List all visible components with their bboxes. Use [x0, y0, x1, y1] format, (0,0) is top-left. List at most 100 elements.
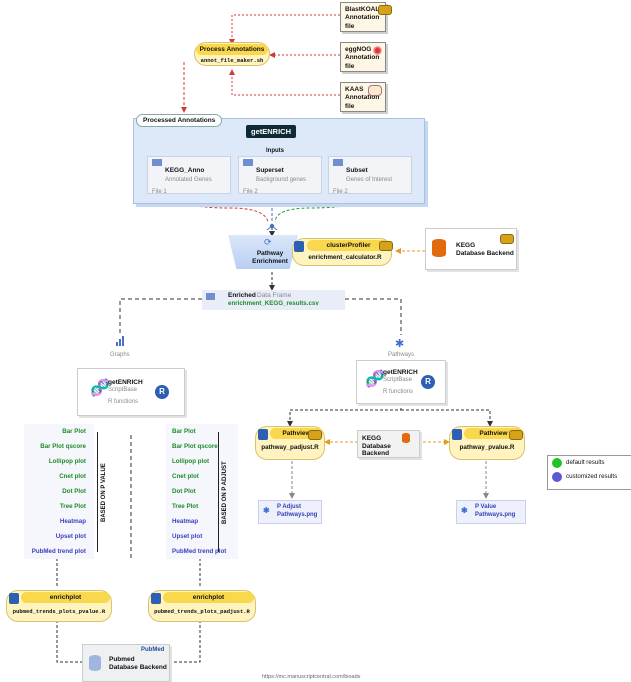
clusterprofiler-title: clusterProfiler	[307, 240, 390, 251]
list-item: Cnet plot	[172, 473, 199, 480]
process-annotations-title: Process Annotations	[196, 44, 268, 55]
pathway-enrichment-node	[228, 235, 298, 269]
legend-swatch	[552, 458, 562, 468]
input-card-superset: Superset Background genes File 2	[238, 156, 322, 195]
padjust-vertical-label: BASED ON P ADJUST	[222, 461, 228, 524]
list-item: Bar Plot qscore	[172, 443, 218, 450]
process-annotations-script: annot_file_maker.sh	[200, 57, 264, 64]
kegg-mid-subtitle: Database Backend	[362, 443, 391, 457]
refresh-icon: ⟳	[264, 237, 272, 247]
list-item: Heatmap	[172, 518, 199, 525]
bar-chart-icon	[116, 336, 126, 346]
scriptbase-sub2: R functions	[108, 399, 139, 405]
png-line2: Pathways.png	[277, 511, 318, 518]
list-item: PubMed trend plot	[31, 548, 86, 555]
dna-icon: 🧬	[365, 371, 385, 388]
pathview-logo-icon	[509, 430, 523, 440]
eggnog-subtitle: Annotation file	[345, 54, 380, 70]
clusterprofiler-node: clusterProfiler enrichment_calculator.R	[292, 238, 392, 266]
scriptbase-left-box: 🧬 getENRICH ScriptBase R functions R	[77, 368, 185, 416]
enrichplot-script: pubmed_trends_plots_padjust.R	[154, 608, 250, 615]
list-item: Cnet plot	[59, 473, 86, 480]
input-title: KEGG_Anno	[165, 167, 205, 174]
r-script-icon	[151, 593, 161, 604]
enriched-file: enrichment_KEGG_results.csv	[228, 300, 319, 307]
enrichplot-title: enrichplot	[163, 592, 254, 603]
r-script-icon	[9, 593, 19, 604]
input-file: File 2	[243, 189, 258, 195]
r-logo-icon: R	[155, 385, 169, 399]
pathview-title: Pathview	[270, 428, 323, 439]
list-item: Bar Plot qscore	[40, 443, 86, 450]
table-icon	[206, 293, 215, 300]
pubmed-title: Pubmed	[109, 656, 135, 663]
blastkoala-title: BlastKOALA	[345, 6, 385, 13]
pubmed-subtitle: Database Backend	[109, 664, 167, 671]
blastkoala-logo-icon	[378, 5, 392, 15]
padjust-plot-list: Bar Plot Bar Plot qscore Lollipop plot C…	[166, 424, 238, 559]
pvalue-divider	[97, 432, 98, 552]
pvalue-png-output: ✱ P Value Pathways.png	[456, 500, 526, 524]
png-line1: P Value	[475, 504, 497, 510]
list-item: Bar Plot	[62, 428, 86, 435]
png-line2: Pathways.png	[475, 511, 516, 518]
list-item: Dot Plot	[62, 488, 86, 495]
kaas-subtitle: Annotation file	[345, 94, 380, 110]
kaas-title: KAAS	[345, 86, 364, 93]
scriptbase-title: getENRICH	[383, 369, 418, 376]
input-title: Superset	[256, 167, 284, 174]
input-file: File 1	[152, 189, 167, 195]
pathview-script: pathway_pvalue.R	[459, 444, 515, 451]
pathways-label: Pathways	[388, 352, 415, 358]
kegg-title: KEGG	[456, 242, 476, 249]
graphs-label: Graphs	[110, 352, 130, 358]
input-file: File 2	[333, 189, 348, 195]
padjust-png-output: ✱ P Adjust Pathways.png	[258, 500, 322, 524]
pvalue-vertical-label: BASED ON P VALUE	[101, 463, 107, 522]
enrichplot-title: enrichplot	[21, 592, 110, 603]
pvalue-plot-list: Bar Plot Bar Plot qscore Lollipop plot C…	[24, 424, 94, 559]
legend: default results customized results	[547, 455, 631, 490]
scriptbase-subtitle: ScriptBase	[108, 387, 138, 393]
png-line1: P Adjust	[277, 504, 302, 510]
enrichplot-padjust-node: enrichplot pubmed_trends_plots_padjust.R	[148, 590, 256, 622]
table-icon	[243, 159, 253, 166]
table-icon	[152, 159, 162, 166]
pubmed-logo: PubMed	[141, 647, 165, 653]
enriched-title-suffix: Data Frame	[257, 292, 292, 299]
list-item: Tree Plot	[172, 503, 199, 510]
list-item: Upset plot	[55, 533, 86, 540]
database-icon	[89, 655, 101, 671]
list-item: Bar Plot	[172, 428, 196, 435]
input-subtitle: Background genes	[256, 177, 307, 183]
enriched-title: Enriched	[228, 292, 256, 299]
r-script-icon	[258, 429, 268, 440]
pubmed-database-backend-box: Pubmed Database Backend PubMed	[82, 644, 170, 682]
network-icon: ✱	[461, 506, 468, 515]
eggnog-title: eggNOG	[345, 46, 372, 53]
enriched-dataframe-node: Enriched Data Frame enrichment_KEGG_resu…	[202, 290, 345, 310]
kegg-logo-icon	[500, 234, 514, 244]
input-card-kegg-anno: KEGG_Anno Annotated Genes File 1	[147, 156, 231, 195]
pathview-script: pathway_padjust.R	[261, 444, 319, 451]
clusterprofiler-script: enrichment_calculator.R	[308, 254, 382, 261]
legend-label: default results	[566, 459, 605, 466]
inputs-label: Inputs	[266, 148, 284, 154]
network-icon: ✱	[263, 506, 270, 515]
list-item: Heatmap	[59, 518, 86, 525]
list-item: Tree Plot	[59, 503, 86, 510]
list-item: Dot Plot	[172, 488, 196, 495]
kaas-logo-icon	[368, 85, 382, 96]
network-icon: ✱	[395, 338, 405, 350]
footer-url[interactable]: https://mc.manuscriptcentral.com/bioadv	[262, 674, 361, 680]
r-script-icon	[294, 241, 304, 252]
cran-logo-icon	[379, 241, 393, 251]
legend-label: customized results	[566, 473, 618, 480]
input-card-subset: Subset Genes of Interest File 2	[328, 156, 412, 195]
input-title: Subset	[346, 167, 368, 174]
padjust-divider	[218, 432, 219, 552]
database-icon	[432, 239, 446, 257]
legend-swatch	[552, 472, 562, 482]
list-item: Upset plot	[172, 533, 203, 540]
